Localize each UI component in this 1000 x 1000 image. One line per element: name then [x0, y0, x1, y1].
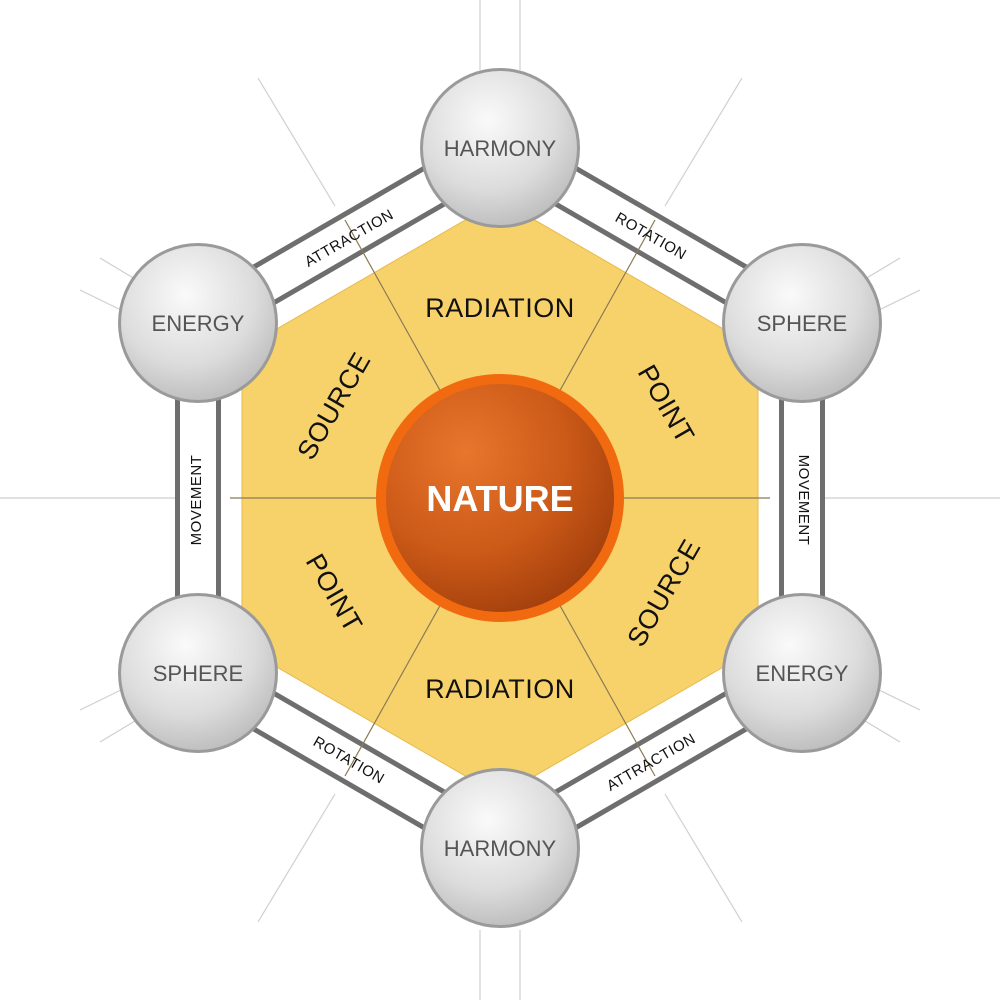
- center-node: NATURE: [376, 374, 624, 622]
- node-label-upper-right: SPHERE: [757, 311, 847, 336]
- connector-label-right: MOVEMENT: [795, 455, 812, 546]
- node-bottom: HARMONY: [420, 768, 580, 928]
- segment-label-top: RADIATION: [425, 293, 575, 323]
- node-label-top: HARMONY: [444, 136, 557, 161]
- node-label-upper-left: ENERGY: [152, 311, 245, 336]
- node-label-bottom: HARMONY: [444, 836, 557, 861]
- node-label-lower-right: ENERGY: [756, 661, 849, 686]
- node-upper-right: SPHERE: [722, 243, 882, 403]
- node-lower-left: SPHERE: [118, 593, 278, 753]
- node-upper-left: ENERGY: [118, 243, 278, 403]
- node-label-lower-left: SPHERE: [153, 661, 243, 686]
- node-top: HARMONY: [420, 68, 580, 228]
- segment-label-bottom: RADIATION: [425, 674, 575, 704]
- center-label: NATURE: [426, 478, 573, 519]
- node-lower-right: ENERGY: [722, 593, 882, 753]
- connector-label-left: MOVEMENT: [188, 455, 205, 546]
